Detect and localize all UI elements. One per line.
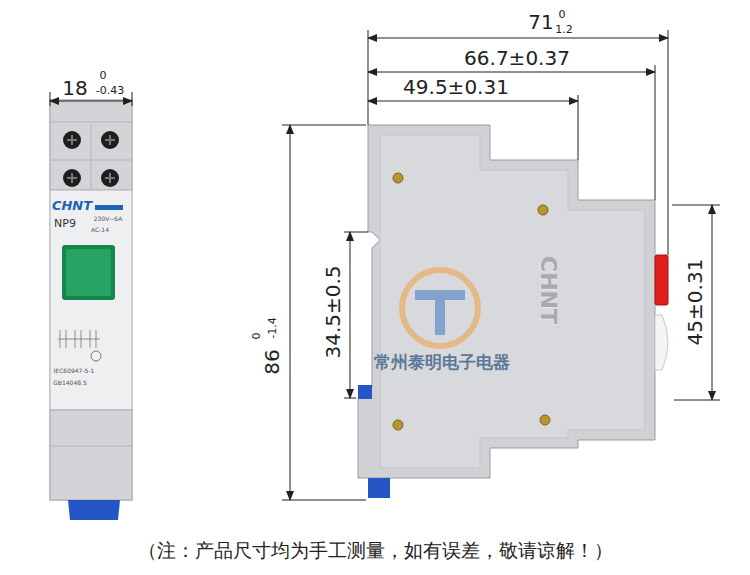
device-view: CHNT bbox=[358, 125, 668, 500]
standard-text: IEC60947-5-1 bbox=[54, 368, 95, 375]
device-view: CHNT NP9 230V~6A AC-14IEC60947-5-1GB14048.5 bbox=[50, 100, 132, 500]
tolerance-upper: 0 bbox=[559, 9, 566, 21]
dimension-lines bbox=[50, 30, 720, 500]
tolerance-lower: 1.2 bbox=[555, 24, 573, 36]
rating-text: 230V~6A bbox=[94, 216, 123, 223]
front-view bbox=[50, 100, 132, 520]
brand-emboss: CHNT bbox=[536, 256, 560, 324]
brand-logo: CHNT bbox=[52, 199, 92, 213]
dimension-value: 49.5±0.31 bbox=[403, 76, 509, 98]
tolerance-upper: 0 bbox=[100, 70, 107, 82]
dimension-value: 66.7±0.37 bbox=[464, 47, 570, 69]
dimension-value: 34.5±0.5 bbox=[322, 265, 344, 358]
dimension-value: 18 bbox=[62, 77, 87, 99]
watermark-logo bbox=[402, 270, 478, 346]
watermark: 常州泰明电子电器 bbox=[374, 353, 510, 372]
side-view bbox=[358, 125, 668, 498]
tolerance-lower: -0.43 bbox=[96, 85, 124, 97]
tolerance-lower: -1.4 bbox=[267, 317, 279, 338]
model-name: NP9 bbox=[54, 218, 76, 230]
caption: （注：产品尺寸均为手工测量，如有误差，敬请谅解！） bbox=[138, 540, 613, 561]
standard-text: GB14048.5 bbox=[53, 380, 87, 387]
dimension-value: 86 bbox=[261, 349, 283, 374]
dimension-value: 71 bbox=[528, 11, 553, 33]
tolerance-upper: 0 bbox=[251, 333, 263, 340]
rating-text: AC-14 bbox=[91, 227, 109, 234]
dimension-value: 45±0.31 bbox=[684, 259, 706, 346]
